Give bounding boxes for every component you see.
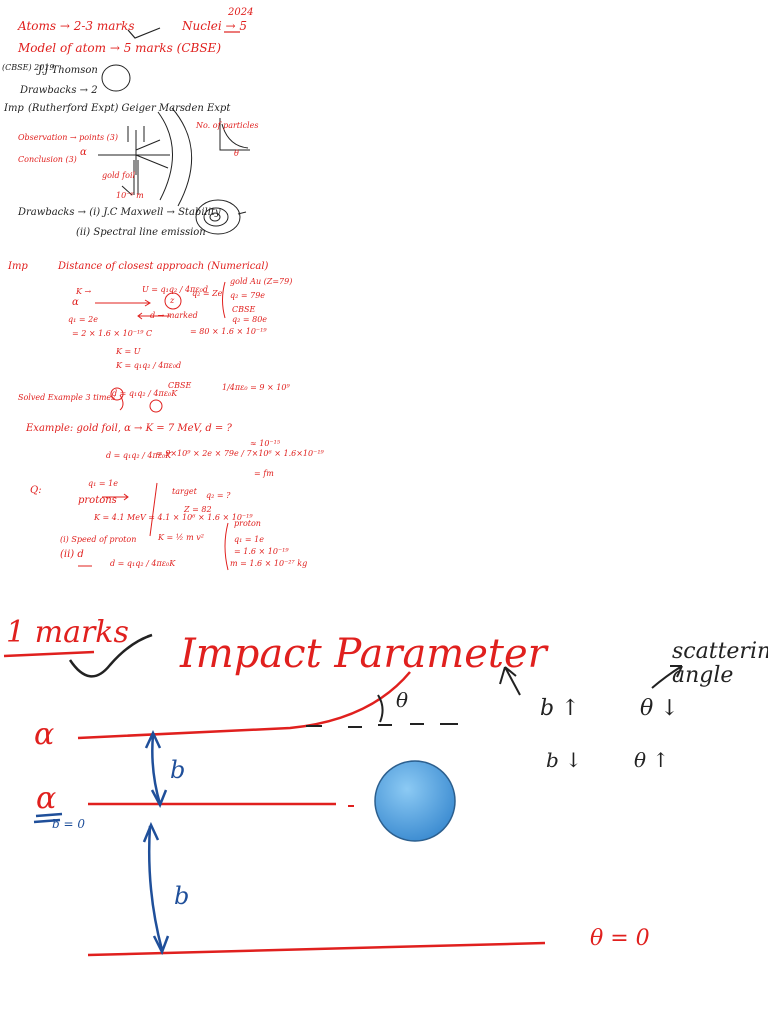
note-q1-1e-b: q₁ = 1e (234, 535, 264, 544)
title-one-marks: 1 marks (6, 615, 129, 650)
note-z: z (170, 296, 175, 305)
label-b-bottom: b (174, 882, 190, 910)
note-k-eq-u: K = U (116, 347, 141, 356)
label-alpha-mid: α (36, 781, 57, 816)
note-one-over: 1/4πε₀ = 9 × 10⁹ (222, 383, 290, 392)
note-k-value: K = 4.1 MeV = 4.1 × 10⁶ × 1.6 × 10⁻¹⁹ (94, 513, 253, 522)
big-tick-mark (68, 633, 153, 678)
note-solved-example: Solved Example 3 times (18, 393, 116, 402)
note-imp: Imp (4, 103, 24, 114)
label-theta: θ (396, 688, 409, 712)
one-marks-underline (3, 650, 95, 658)
label-b-up: b ↑ (540, 696, 580, 721)
note-observation: Observation → points (3) (18, 133, 119, 142)
note-thickness: 10⁻⁶ m (116, 191, 144, 200)
note-d-formula: d = q₁q₂ / 4πε₀K (112, 389, 178, 398)
label-b-eq-0: b = 0 (52, 817, 85, 831)
note-fm: = fm (254, 469, 274, 478)
note-speed-of-proton: (i) Speed of proton (60, 535, 137, 544)
note-q1-1e: q₁ = 1e (88, 479, 118, 488)
note-m-val: m = 1.6 × 10⁻²⁷ kg (230, 559, 308, 568)
note-alpha-small: α (80, 147, 87, 158)
note-k-half: K = ½ m v² (158, 533, 204, 542)
note-closest-approach: Distance of closest approach (Numerical) (58, 261, 269, 272)
label-alpha-top: α (34, 717, 55, 752)
note-cbse-marker: CBSE (168, 381, 192, 390)
note-d-final: d = q₁q₂ / 4πε₀K (110, 559, 176, 568)
label-b-top: b (170, 756, 186, 784)
note-value-80: = 80 × 1.6 × 10⁻¹⁹ (190, 327, 267, 336)
note-d-marked: d → marked (150, 311, 198, 320)
thomson-model-sketch (101, 64, 131, 92)
note-rutherford-expt: (Rutherford Expt) Geiger Marsden Expt (28, 103, 231, 114)
note-spectral: (ii) Spectral line emission (76, 227, 206, 238)
note-q-label: Q: (30, 485, 42, 496)
note-example: Example: gold foil, α → K = 7 MeV, d = ? (26, 423, 232, 434)
note-nuclei-marks: Nuclei → 5 (182, 19, 248, 33)
closest-approach-sketch (78, 281, 229, 571)
note-d-calc2: = 9×10⁹ × 2e × 79e / 7×10⁶ × 1.6×10⁻¹⁹ (156, 449, 324, 458)
note-gold-foil: gold foil (102, 171, 136, 180)
dashed-reference-line (306, 723, 458, 728)
note-jj-thomson: J.J Thomson (38, 65, 98, 76)
note-q2-79e: q₂ = 79e (230, 291, 266, 300)
note-d-calc1: d = q₁q₂ / 4πε₀K (106, 451, 172, 460)
tick-mark (127, 27, 161, 39)
note-k-formula: K = q₁q₂ / 4πε₀d (116, 361, 182, 370)
note-drawbacks-maxwell: Drawbacks → (i) J.C Maxwell → Stability (18, 207, 221, 218)
note-q1-val-b: = 1.6 × 10⁻¹⁹ (234, 547, 289, 556)
note-proton-brace: proton (234, 519, 261, 528)
label-theta-up: θ ↑ (634, 748, 670, 772)
spiral-sketch (195, 199, 247, 235)
note-drawbacks-2: Drawbacks → 2 (20, 85, 98, 96)
note-q1-2e: q₁ = 2e (68, 315, 98, 324)
pointer-arrow (499, 666, 521, 696)
note-q2-ze: q₂ = Ze (192, 289, 223, 298)
note-year: 2024 (228, 7, 254, 18)
note-no-of-particles: No. of particles (196, 121, 259, 130)
note-target: target (172, 487, 197, 496)
note-protons: protons (78, 495, 117, 506)
theta-arc (377, 694, 384, 723)
note-q2-3: q₂ = ? (206, 491, 231, 500)
label-scattering-angle: scattering angle (672, 639, 768, 689)
note-u-formula: U = q₁q₂ / 4πε₀d (142, 285, 208, 294)
note-q1-value: = 2 × 1.6 × 10⁻¹⁹ C (72, 329, 153, 338)
label-theta-eq-0: θ = 0 (590, 926, 650, 951)
impact-parameter-arrows (33, 730, 170, 956)
label-theta-down: θ ↓ (640, 696, 679, 721)
trajectory-undeflected[interactable] (87, 941, 546, 957)
note-cbse-small: CBSE (232, 305, 256, 314)
nucleus[interactable] (374, 760, 456, 842)
label-b-down: b ↓ (546, 748, 582, 772)
note-alpha2: α (72, 297, 79, 308)
note-atoms-marks: Atoms → 2-3 marks (18, 19, 135, 33)
scattering-arrow (651, 665, 683, 689)
note-k-arrow: K → (76, 287, 92, 296)
note-cbse-2019: (CBSE) 2019 (2, 63, 55, 72)
note-imp2: Imp (8, 261, 28, 272)
note-ii-d: (ii) d (60, 549, 84, 560)
note-model-of-atom: Model of atom → 5 marks (CBSE) (18, 41, 221, 55)
note-theta-small: θ (234, 149, 239, 158)
geiger-marsden-sketch (98, 107, 250, 207)
note-gold-au: gold Au (Z=79) (230, 277, 293, 286)
trajectory-deflected[interactable] (77, 671, 411, 740)
title-impact-parameter: Impact Parameter (180, 631, 547, 677)
note-z82: Z = 82 (184, 505, 212, 514)
note-conclusion: Conclusion (3) (18, 155, 77, 164)
note-d-result: ≈ 10⁻¹⁵ (250, 439, 281, 448)
note-q2-80e: q₂ = 80e (232, 315, 268, 324)
